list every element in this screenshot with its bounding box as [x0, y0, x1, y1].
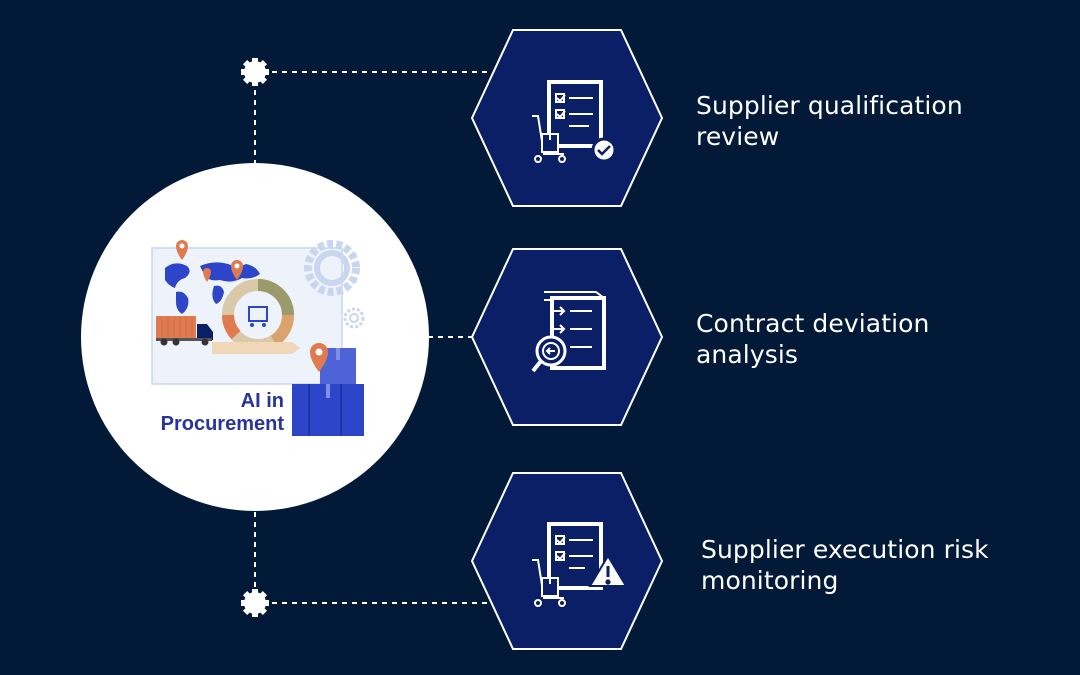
node-label-1: Supplier qualification review [696, 90, 963, 152]
location-pin-icon [231, 260, 243, 280]
node-label-3-line1: Supplier execution risk [701, 535, 989, 564]
gear-icon [304, 240, 360, 296]
arrow-band-icon [212, 342, 300, 354]
node-label-3: Supplier execution risk monitoring [701, 534, 989, 596]
hub [81, 163, 429, 511]
document-magnifier-icon [531, 291, 606, 373]
procurement-illustration [151, 240, 365, 436]
node-label-2: Contract deviation analysis [696, 308, 930, 370]
location-pin-icon [310, 343, 328, 372]
location-pin-icon [203, 268, 211, 282]
gear-icon [343, 307, 365, 329]
hub-title: AI in Procurement [130, 390, 284, 436]
node-label-2-line1: Contract deviation [696, 309, 930, 338]
node-label-3-line2: monitoring [701, 566, 839, 595]
location-pin-icon [176, 240, 188, 260]
node-label-2-line2: analysis [696, 340, 799, 369]
truck-icon [156, 316, 213, 346]
hub-title-line1: AI in [240, 390, 284, 412]
hub-title-line2: Procurement [160, 413, 284, 435]
checklist-cart-check-icon [532, 80, 617, 163]
box-stack-icon [292, 348, 364, 436]
node-label-1-line1: Supplier qualification [696, 91, 963, 120]
checklist-cart-warning-icon [532, 522, 628, 607]
junction-dot-top [241, 58, 269, 86]
node-label-1-line2: review [696, 122, 780, 151]
junction-dot-bottom [241, 589, 269, 617]
